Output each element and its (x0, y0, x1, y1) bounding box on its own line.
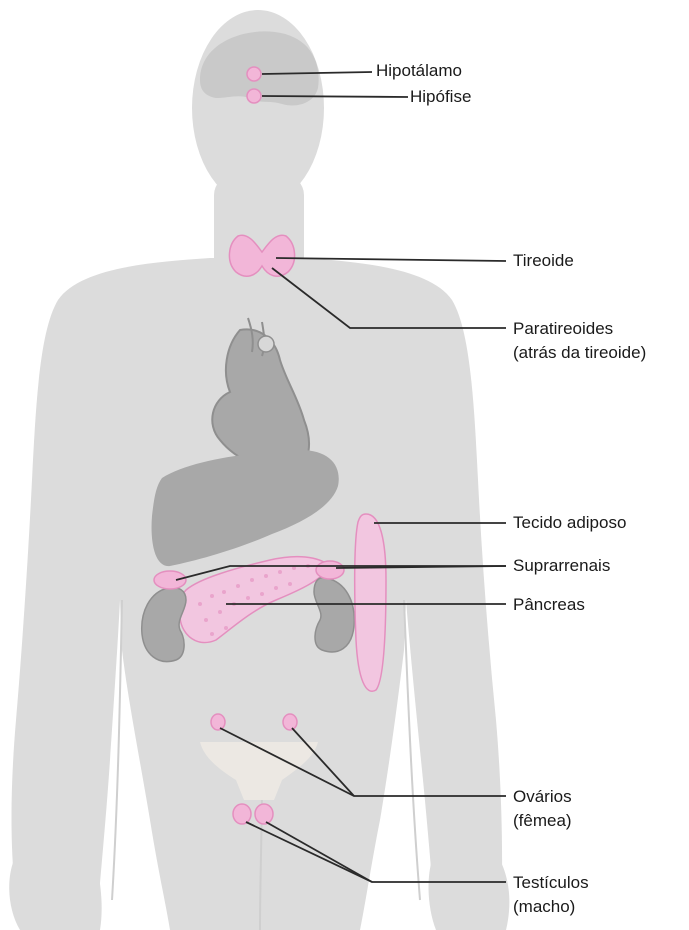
right-adrenal-gland (316, 561, 344, 579)
label-suprarrenais: Suprarrenais (513, 555, 610, 576)
hypothalamus (247, 67, 261, 81)
label-pancreas: Pâncreas (513, 594, 585, 615)
left-hand (9, 860, 101, 930)
label-hipofise: Hipófise (410, 86, 471, 107)
right-testicle (255, 804, 273, 824)
label-hipotalamo: Hipotálamo (376, 60, 462, 81)
left-testicle (233, 804, 251, 824)
leader-hipofise (262, 96, 408, 97)
label-ovarios-line2: (fêmea) (513, 810, 572, 831)
label-ovarios-line1: Ovários (513, 786, 572, 807)
label-paratireoides-line2: (atrás da tireoide) (513, 342, 646, 363)
label-paratireoides-line1: Paratireoides (513, 318, 613, 339)
label-tecido-adiposo: Tecido adiposo (513, 512, 626, 533)
pituitary-gland (247, 89, 261, 103)
right-ovary (283, 714, 297, 730)
left-adrenal-gland (154, 571, 186, 589)
label-testiculos-line1: Testículos (513, 872, 589, 893)
label-tireoide: Tireoide (513, 250, 574, 271)
adipose-tissue (355, 514, 386, 691)
right-hand (429, 860, 510, 930)
left-ovary (211, 714, 225, 730)
label-testiculos-line2: (macho) (513, 896, 575, 917)
